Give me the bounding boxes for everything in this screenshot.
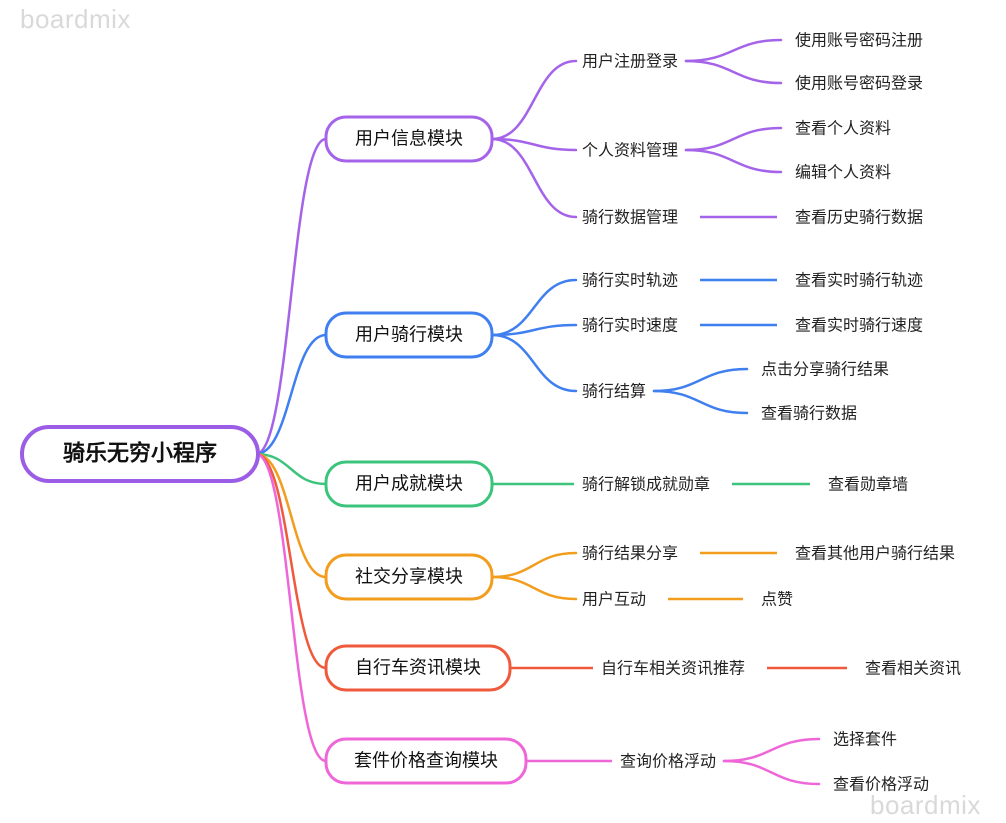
leaf-label: 查看骑行数据 [761,404,857,423]
leaf-label: 查看实时骑行轨迹 [795,271,923,290]
leaf-label: 查看历史骑行数据 [795,208,923,227]
leaf-label: 选择套件 [833,730,897,749]
root-branch-connector [254,137,328,456]
subtopic-label: 用户互动 [582,590,646,609]
subtopic-label: 个人资料管理 [582,141,678,160]
branch-node[interactable] [324,737,528,785]
branch-child-connector [490,278,578,337]
leaf-connector [652,367,749,393]
branch-child-connector [490,59,578,141]
branch-child-connector [490,551,578,579]
branch-child-connector [490,575,578,601]
root-branch-connector [254,452,328,486]
leaf-label: 查看实时骑行速度 [795,316,923,335]
subtopic-label: 骑行解锁成就勋章 [582,475,710,494]
root-branch-connector [254,452,328,670]
branch-child-connector [490,333,578,393]
leaf-connector [684,38,783,63]
leaf-connector [684,126,783,152]
branch-node[interactable] [324,115,494,163]
leaf-connector [684,148,783,174]
watermark-bottom-right: boardmix [870,790,981,820]
leaf-label: 查看个人资料 [795,119,891,138]
root-branch-connector [254,452,328,579]
branch-label: 用户信息模块 [355,129,463,150]
branch-node[interactable] [324,553,494,601]
root-label: 骑乐无穷小程序 [63,441,217,467]
branch-child-connector [490,137,578,152]
leaf-connector [722,737,821,763]
leaf-label: 使用账号密码注册 [795,31,923,50]
branch-node[interactable] [324,311,494,359]
root-node[interactable] [20,425,260,483]
branch-node[interactable] [324,644,512,692]
subtopic-label: 骑行结果分享 [582,544,678,563]
root-branch-connector [254,333,328,456]
branch-label: 自行车资讯模块 [355,658,481,679]
subtopic-label: 骑行数据管理 [582,208,678,227]
branch-child-connector [490,137,578,219]
leaf-label: 查看相关资讯 [865,659,961,678]
watermark-top-left: boardmix [20,4,131,34]
branch-label: 用户成就模块 [355,474,463,495]
subtopic-label: 用户注册登录 [582,52,678,71]
branch-node[interactable] [324,460,494,508]
leaf-connector [652,389,749,415]
branch-label: 社交分享模块 [355,567,463,588]
leaf-label: 查看其他用户骑行结果 [795,544,955,563]
leaf-label: 点击分享骑行结果 [761,360,889,379]
branch-label: 用户骑行模块 [355,325,463,346]
subtopic-label: 骑行实时轨迹 [582,271,678,290]
leaf-label: 使用账号密码登录 [795,74,923,93]
branch-child-connector [490,323,578,337]
leaf-label: 查看勋章墙 [828,475,908,494]
branch-label: 套件价格查询模块 [354,751,498,772]
leaf-label: 查看价格浮动 [833,775,929,794]
leaf-label: 点赞 [761,590,793,609]
subtopic-label: 骑行实时速度 [582,316,678,335]
leaf-connector [722,759,821,786]
leaf-connector [684,59,783,85]
subtopic-label: 骑行结算 [582,382,646,401]
leaf-label: 编辑个人资料 [795,163,891,182]
root-branch-connector [254,452,328,763]
subtopic-label: 自行车相关资讯推荐 [601,659,745,678]
subtopic-label: 查询价格浮动 [620,752,716,771]
